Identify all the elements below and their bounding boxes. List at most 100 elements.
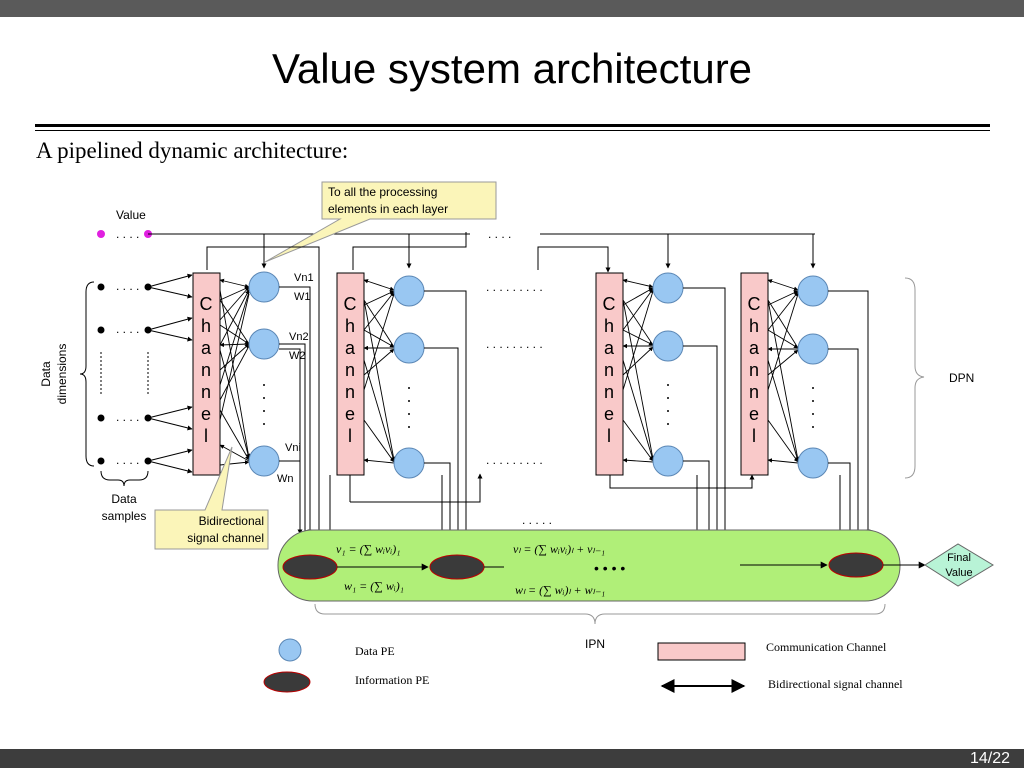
label-wn: Wn (277, 473, 294, 485)
ipn-mid-dots: • • • • (594, 560, 625, 576)
formula-v1: v₁ = (∑ wᵢvᵢ)₁ (336, 542, 400, 556)
data-pe-3-2 (652, 330, 684, 362)
input-dots-3: . . . . (116, 410, 139, 424)
label-w2: W2 (289, 350, 306, 362)
layer1-outputs (279, 247, 333, 535)
svg-text:l: l (752, 426, 756, 446)
svg-text:h: h (345, 316, 355, 336)
svg-text:n: n (345, 360, 355, 380)
value-label: Value (116, 208, 146, 222)
callout-bidirectional: Bidirectional signal channel (154, 446, 269, 550)
ipn-label: IPN (585, 637, 605, 651)
info-pe-2 (429, 554, 485, 580)
legend-channel-label: Communication Channel (766, 640, 887, 654)
data-pe-3-n (652, 445, 684, 477)
data-pe-2-2 (393, 332, 425, 364)
channel-box-1 (192, 272, 221, 476)
data-pe-4-n (797, 447, 829, 479)
channel-box-3 (595, 272, 624, 476)
svg-text:e: e (604, 404, 614, 424)
channel-box-4 (740, 272, 769, 476)
svg-text:h: h (604, 316, 614, 336)
input-dots-1: . . . . (116, 279, 139, 293)
page-number: 14/22 (969, 750, 1010, 767)
label-vn1: Vn1 (294, 272, 314, 284)
channel-4-letters: C h a n n e l (748, 294, 761, 446)
svg-text:C: C (748, 294, 761, 314)
svg-text:l: l (204, 426, 208, 446)
svg-text:l: l (607, 426, 611, 446)
legend-data-pe-label: Data PE (355, 644, 395, 658)
svg-text:n: n (345, 382, 355, 402)
formula-w1: w₁ = (∑ wᵢ)₁ (344, 579, 404, 593)
ipn-dots: . . . . . (522, 513, 552, 527)
svg-text:e: e (749, 404, 759, 424)
layer3-outputs (609, 287, 755, 535)
pe-vertical-dots (263, 384, 814, 428)
top-bar (0, 0, 1024, 17)
middle-dots-1: . . . . . . . . . (486, 280, 543, 294)
final-value-line2: Value (945, 567, 972, 579)
information-pe-group (282, 552, 884, 580)
svg-text:n: n (201, 382, 211, 402)
svg-text:n: n (749, 382, 759, 402)
input-dots-4: . . . . (116, 453, 139, 467)
layer2-outputs (349, 290, 483, 535)
svg-text:C: C (603, 294, 616, 314)
samples-label-1: Data (111, 492, 137, 506)
callout-processing-line2: elements in each layer (328, 202, 448, 216)
svg-text:a: a (749, 338, 760, 358)
svg-text:a: a (201, 338, 212, 358)
svg-text:n: n (604, 360, 614, 380)
svg-text:n: n (201, 360, 211, 380)
legend: Data PE Information PE Communication Cha… (263, 638, 903, 693)
layer4-outputs (828, 290, 871, 535)
value-dot-left (97, 230, 105, 238)
svg-text:C: C (344, 294, 357, 314)
dpn-brace (904, 277, 925, 479)
data-pe-2-1 (393, 275, 425, 307)
svg-text:n: n (604, 382, 614, 402)
value-dots-mid: . . . . (488, 227, 511, 241)
legend-info-pe-label: Information PE (355, 673, 429, 687)
callout-bidirectional-line1: Bidirectional (199, 514, 264, 528)
dimensions-label-1: Data (39, 361, 53, 387)
svg-text:e: e (345, 404, 355, 424)
svg-text:C: C (200, 294, 213, 314)
channel-3-letters: C h a n n e l (603, 294, 616, 446)
channel-2-letters: C h a n n e l (344, 294, 357, 446)
ipn-arrows (337, 561, 926, 571)
slide-title: Value system architecture (271, 45, 753, 92)
data-pe-4-1 (797, 275, 829, 307)
bottom-bar: 14/22 (0, 749, 1024, 768)
final-value-line1: Final (947, 552, 971, 564)
svg-text:l: l (348, 426, 352, 446)
callout-processing-line1: To all the processing (328, 185, 437, 199)
final-value: Final Value (924, 543, 994, 587)
svg-text:h: h (749, 316, 759, 336)
label-vni: Vni (285, 442, 301, 454)
svg-text:a: a (604, 338, 615, 358)
samples-brace (100, 470, 149, 487)
legend-channel-icon (657, 642, 746, 661)
legend-info-pe-icon (263, 671, 311, 693)
slide-subtitle: A pipelined dynamic architecture: (36, 138, 349, 163)
dimensions-label-2: dimensions (55, 344, 69, 405)
data-pe-1-1 (248, 271, 280, 303)
svg-text:e: e (201, 404, 211, 424)
ipn-brace (314, 603, 886, 625)
title-rule-thin (35, 130, 990, 131)
samples-label-2: samples (102, 509, 147, 523)
info-pe-1 (282, 554, 338, 580)
data-pe-1-n (248, 445, 280, 477)
legend-bidirectional-label: Bidirectional signal channel (768, 677, 903, 691)
channel-box-2 (336, 272, 365, 476)
info-pe-n (828, 552, 884, 578)
channel-1-letters: C h a n n e l (200, 294, 213, 446)
data-pe-3-1 (652, 272, 684, 304)
input-dots-2: . . . . (116, 322, 139, 336)
value-drops (261, 234, 816, 269)
label-w1: W1 (294, 291, 311, 303)
middle-dots-3: . . . . . . . . . (486, 453, 543, 467)
